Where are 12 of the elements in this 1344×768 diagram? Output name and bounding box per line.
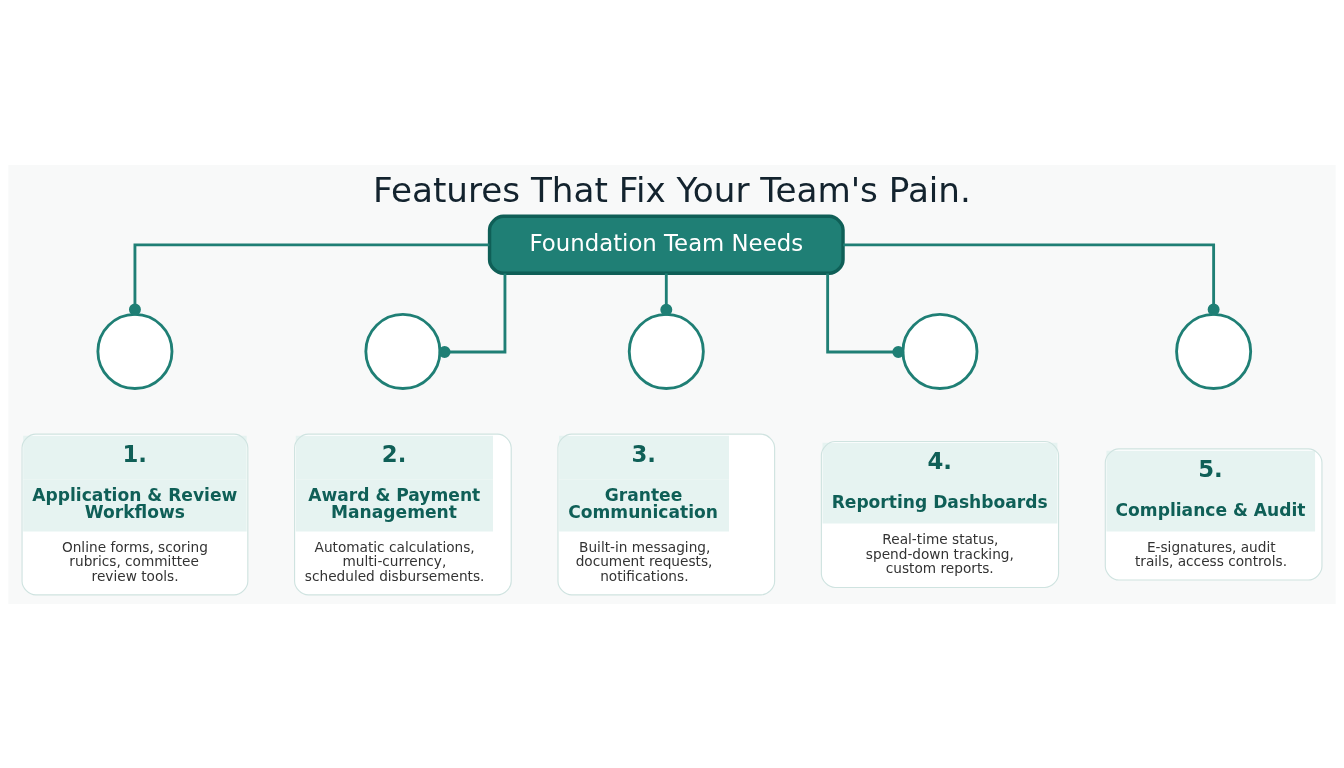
connector [128, 242, 490, 316]
node-circle [364, 312, 442, 390]
diagram-title: Features That Fix Your Team's Pain. [373, 168, 971, 209]
connector [843, 242, 1220, 316]
connector [660, 272, 673, 316]
connector [826, 273, 905, 358]
node-circle [96, 312, 174, 390]
connector [438, 273, 507, 358]
node-circle [1175, 312, 1253, 390]
node-circle [627, 312, 705, 390]
node-circle [901, 312, 979, 390]
node-box: Foundation Team Needs [487, 214, 845, 275]
